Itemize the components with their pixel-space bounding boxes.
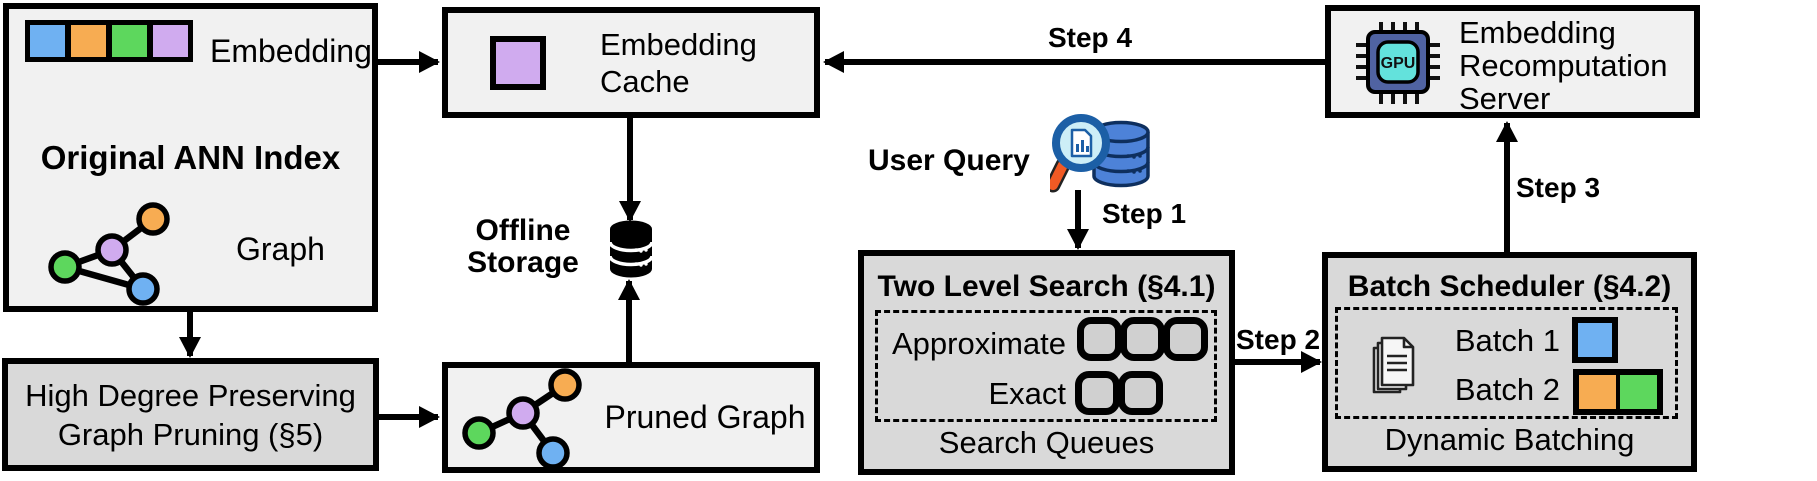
- graph-node-purple: [95, 233, 129, 267]
- document-glyph: [1070, 128, 1093, 158]
- embedding-vector-strip: [25, 20, 193, 62]
- queue-slot: [1120, 317, 1165, 361]
- search-queues-dashed-region: [875, 310, 1217, 422]
- exact-label: Exact: [988, 376, 1066, 411]
- graph-node-orange: [136, 202, 170, 236]
- original-ann-index-box: Embedding Original ANN Index Graph: [3, 3, 378, 312]
- magnifier-icon: [1050, 114, 1110, 193]
- graph-pruning-label: High Degree Preserving Graph Pruning (§5…: [25, 377, 356, 452]
- two-level-search-title: Two Level Search (§4.1): [877, 270, 1216, 303]
- queue-slot: [1163, 317, 1208, 361]
- batch2-square-green: [1620, 375, 1657, 409]
- offline-storage-label: Offline Storage: [467, 214, 579, 279]
- original-index-title: Original ANN Index: [40, 139, 341, 176]
- user-query-search-icon: [1050, 114, 1150, 193]
- batch2-embedding-squares: [1573, 369, 1663, 415]
- approximate-queue-slots: [1077, 317, 1208, 361]
- graph-node-blue: [536, 436, 570, 470]
- batch-scheduler-box: Batch Scheduler (§4.2) Batch 1 Batch 2 D…: [1322, 252, 1697, 472]
- recomputation-server-box: GPU Embedding Recomputation Server: [1325, 5, 1700, 118]
- pruned-graph-label: Pruned Graph: [604, 399, 806, 435]
- cached-embedding-square: [490, 36, 546, 90]
- step2-label: Step 2: [1236, 324, 1321, 355]
- graph-node-blue: [126, 272, 160, 306]
- batch2-square-orange: [1579, 375, 1616, 409]
- original-graph-icon: [48, 202, 170, 306]
- embedding-cell-green: [112, 25, 147, 57]
- graph-node-green: [48, 250, 82, 284]
- graph-node-green: [462, 416, 496, 450]
- graph-label: Graph: [236, 231, 325, 267]
- recomputation-server-label: Embedding Recomputation Server: [1459, 15, 1668, 116]
- exact-queue-slots: [1075, 371, 1163, 415]
- embedding-cache-label: Embedding Cache: [600, 27, 757, 99]
- graph-pruning-box: High Degree Preserving Graph Pruning (§5…: [2, 358, 379, 471]
- dynamic-batching-dashed-region: [1335, 307, 1678, 419]
- gpu-chip-icon: GPU: [1356, 22, 1440, 104]
- step1-label: Step 1: [1102, 198, 1187, 229]
- embedding-cell-blue: [30, 25, 65, 57]
- graph-node-purple: [506, 396, 540, 430]
- step4-label: Step 4: [1047, 22, 1133, 53]
- embedding-label: Embedding: [210, 33, 372, 69]
- dynamic-batching-caption: Dynamic Batching: [1384, 422, 1635, 457]
- batch1-embedding-square: [1572, 317, 1618, 363]
- graph-node-orange: [548, 368, 582, 402]
- query-documents-icon: [1372, 336, 1415, 394]
- pruned-graph-icon: [462, 368, 582, 470]
- search-queues-caption: Search Queues: [938, 425, 1155, 460]
- embedding-cell-orange: [71, 25, 106, 57]
- two-level-search-box: Two Level Search (§4.1) Approximate Exac…: [858, 250, 1235, 475]
- gpu-chip-label: GPU: [1381, 55, 1416, 72]
- queue-slot: [1075, 371, 1120, 415]
- embedding-cell-purple: [153, 25, 188, 57]
- queue-slot: [1077, 317, 1122, 361]
- pruned-graph-box: Pruned Graph: [442, 362, 820, 473]
- approximate-label: Approximate: [891, 326, 1066, 361]
- batch2-label: Batch 2: [1454, 372, 1560, 407]
- batch-scheduler-title: Batch Scheduler (§4.2): [1347, 270, 1672, 303]
- batch1-label: Batch 1: [1454, 323, 1560, 358]
- embedding-cache-box: Embedding Cache: [442, 7, 820, 118]
- queue-slot: [1118, 371, 1163, 415]
- offline-storage-database-icon: [608, 220, 654, 278]
- user-query-label: User Query: [868, 144, 1030, 177]
- step3-label: Step 3: [1516, 172, 1601, 203]
